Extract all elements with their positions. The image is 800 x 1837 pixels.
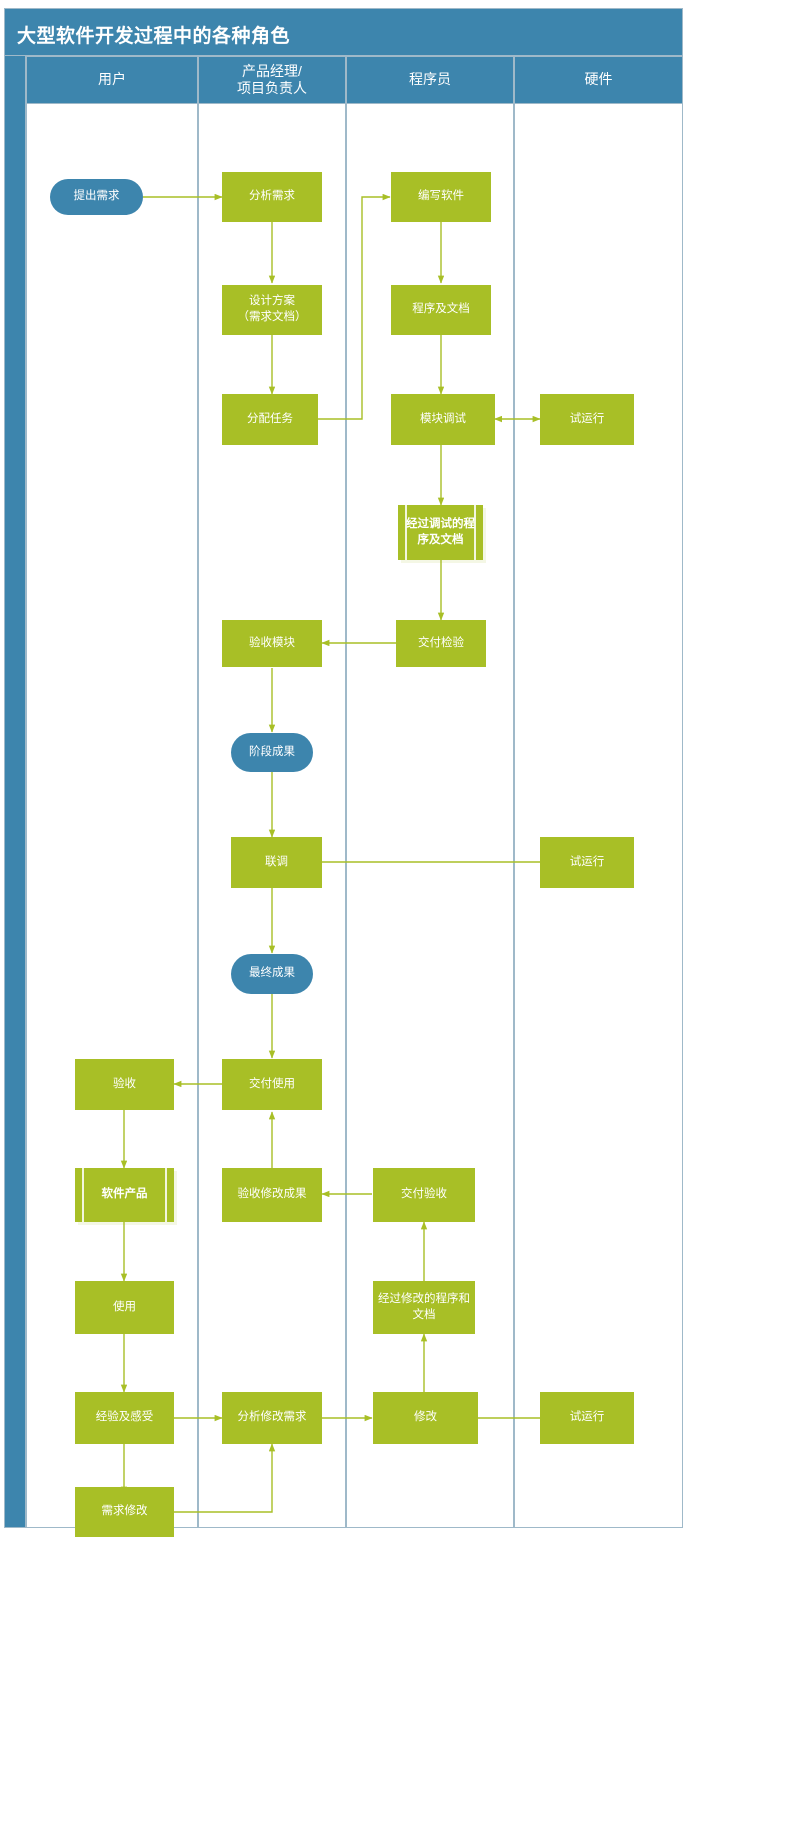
lane-body-hardware xyxy=(514,104,683,1528)
diagram-title: 大型软件开发过程中的各种角色 xyxy=(17,26,291,47)
node-modified-program-docs[interactable]: 经过修改的程序和文档 xyxy=(373,1281,475,1334)
node-experience-feelings[interactable]: 经验及感受 xyxy=(75,1392,174,1444)
node-submit-requirement[interactable]: 提出需求 xyxy=(50,179,143,215)
node-use[interactable]: 使用 xyxy=(75,1281,174,1334)
node-module-debug[interactable]: 模块调试 xyxy=(391,394,495,445)
node-analyze-requirement[interactable]: 分析需求 xyxy=(222,172,322,222)
node-software-product[interactable]: 软件产品 xyxy=(75,1168,174,1222)
node-assign-tasks[interactable]: 分配任务 xyxy=(222,394,318,445)
lane-header-user[interactable]: 用户 xyxy=(26,56,198,104)
node-trial-run-1[interactable]: 试运行 xyxy=(540,394,634,445)
lane-header-dev[interactable]: 程序员 xyxy=(346,56,514,104)
node-trial-run-2[interactable]: 试运行 xyxy=(540,837,634,888)
node-joint-debug[interactable]: 联调 xyxy=(231,837,322,888)
node-debugged-program-docs[interactable]: 经过调试的程序及文档 xyxy=(398,505,483,560)
node-modify[interactable]: 修改 xyxy=(373,1392,478,1444)
node-analyze-change-request[interactable]: 分析修改需求 xyxy=(222,1392,322,1444)
lane-header-pm[interactable]: 产品经理/项目负责人 xyxy=(198,56,346,104)
node-deliver-for-use[interactable]: 交付使用 xyxy=(222,1059,322,1110)
node-write-software[interactable]: 编写软件 xyxy=(391,172,491,222)
node-accept-modified-result[interactable]: 验收修改成果 xyxy=(222,1168,322,1222)
node-requirement-change[interactable]: 需求修改 xyxy=(75,1487,174,1537)
lane-header-hardware[interactable]: 硬件 xyxy=(514,56,683,104)
node-stage-result[interactable]: 阶段成果 xyxy=(231,733,313,772)
node-design-plan[interactable]: 设计方案（需求文档） xyxy=(222,285,322,335)
node-acceptance[interactable]: 验收 xyxy=(75,1059,174,1110)
diagram-title-bar: 大型软件开发过程中的各种角色 xyxy=(4,8,683,56)
node-delivery-inspection[interactable]: 交付检验 xyxy=(396,620,486,667)
swimlane-left-rail xyxy=(4,56,26,1528)
node-accept-module[interactable]: 验收模块 xyxy=(222,620,322,667)
node-trial-run-3[interactable]: 试运行 xyxy=(540,1392,634,1444)
node-final-result[interactable]: 最终成果 xyxy=(231,954,313,994)
node-program-and-docs[interactable]: 程序及文档 xyxy=(391,285,491,335)
node-deliver-acceptance[interactable]: 交付验收 xyxy=(373,1168,475,1222)
